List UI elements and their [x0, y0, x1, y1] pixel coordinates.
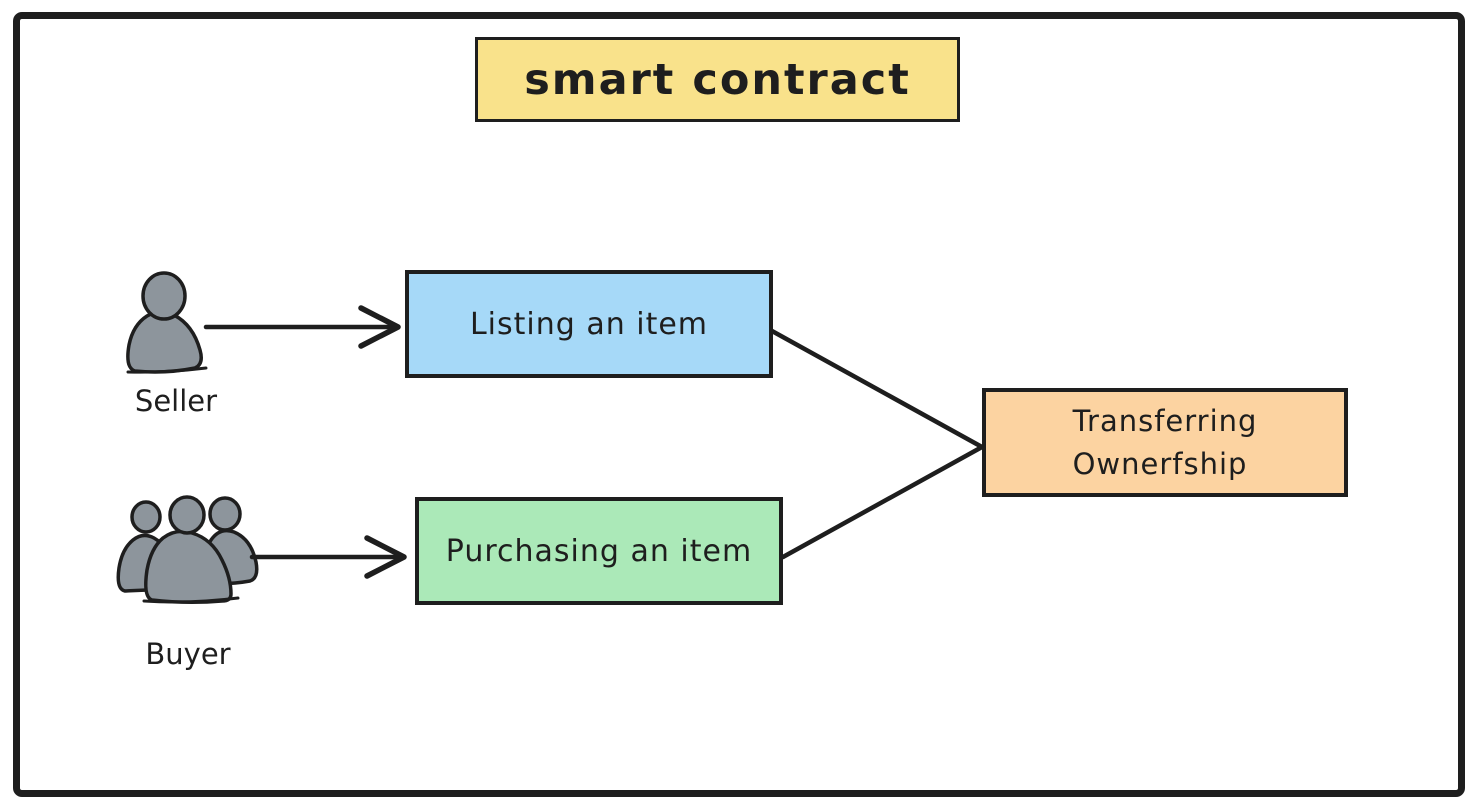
node-purchasing-an-item: Purchasing an item — [415, 497, 783, 605]
buyer-label: Buyer — [145, 637, 231, 671]
person-icon — [126, 271, 208, 374]
arrow-buyer-to-purchasing — [249, 535, 407, 579]
outer-frame — [13, 12, 1465, 797]
diagram-title: smart contract — [524, 54, 911, 105]
line-purchasing-to-transferring — [780, 444, 985, 560]
arrow-seller-to-listing — [203, 305, 401, 349]
people-group-icon — [116, 495, 259, 605]
diagram-title-box: smart contract — [475, 37, 960, 122]
node-purchasing-label: Purchasing an item — [445, 533, 753, 569]
node-listing-an-item: Listing an item — [405, 270, 773, 378]
seller-label: Seller — [134, 384, 218, 418]
line-listing-to-transferring — [769, 328, 985, 450]
node-transferring-label: Transferring Ownerfship — [1072, 404, 1258, 481]
node-transferring-ownership: Transferring Ownerfship — [982, 388, 1348, 497]
node-listing-label: Listing an item — [469, 306, 709, 342]
